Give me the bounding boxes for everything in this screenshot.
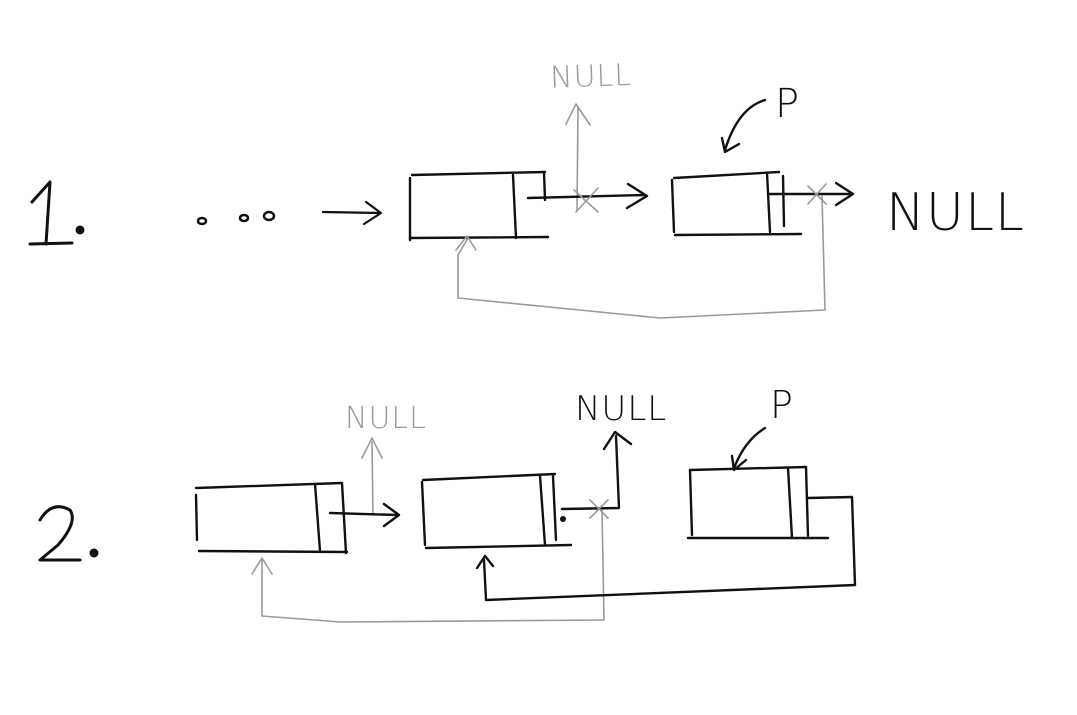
step-1-number: [28, 180, 85, 246]
node-d-old-up-arrow: [361, 437, 383, 516]
node-a: [408, 170, 550, 242]
pointer-arrow-1: [720, 98, 767, 154]
node-p-to-d-link: [475, 495, 857, 602]
pointer-label-1: P: [775, 81, 800, 127]
cross-mark-d: [589, 499, 609, 519]
node-d-next-arrow: [560, 430, 633, 511]
node-c-next-arrow: [328, 502, 401, 528]
node-b: [670, 170, 803, 237]
rewire-loop-1: [455, 195, 826, 319]
null-label-gray-1: NULL: [550, 58, 633, 96]
rewire-loop-2: [251, 509, 605, 623]
pointer-arrow-2: [730, 426, 767, 472]
node-d: [420, 472, 573, 550]
node-p: [686, 465, 830, 540]
node-b-next-arrow: [768, 181, 855, 207]
step-1: 1. • • • NULL: [28, 58, 1025, 319]
node-a-next-arrow: [526, 182, 649, 210]
cross-mark-b: [807, 183, 827, 205]
null-label-black-2: NULL: [575, 389, 667, 429]
step-2: 2. NULL: [38, 383, 857, 623]
null-label-black-1: NULL: [886, 183, 1025, 243]
cross-mark-a: [573, 187, 599, 213]
pointer-label-2: P: [770, 383, 794, 427]
step-2-number: [38, 505, 99, 562]
ellipsis-dots: [196, 210, 276, 226]
null-label-gray-2: NULL: [345, 401, 427, 436]
node-c: [194, 481, 349, 555]
incoming-arrow: [321, 200, 383, 226]
